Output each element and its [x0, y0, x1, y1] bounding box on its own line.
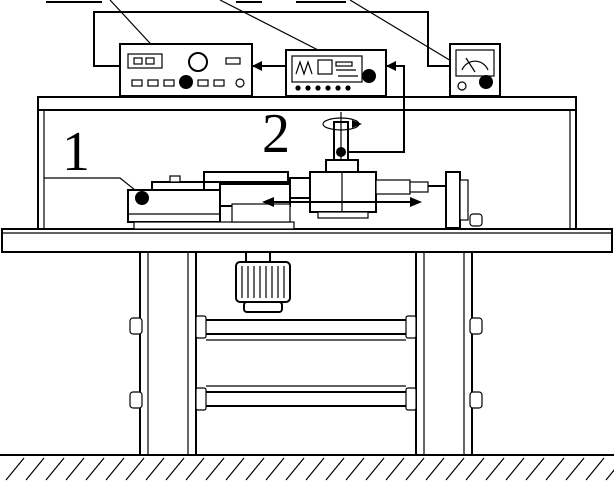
ground: [0, 454, 614, 481]
support-frame: [129, 251, 483, 456]
arrowhead-icon: [252, 61, 262, 71]
rotation-arrow-icon: [322, 117, 362, 131]
filled-circle-marker: [336, 147, 346, 157]
filled-circle-marker: [135, 191, 149, 205]
filled-circle-marker: [179, 75, 193, 89]
instrument-meter: [449, 43, 501, 97]
cabinet: [37, 96, 577, 230]
arrowhead-icon: [262, 197, 274, 207]
motor: [235, 251, 291, 313]
signal-wiring: [93, 11, 454, 153]
instrument-signal-generator: [119, 43, 253, 97]
filled-circle-marker: [362, 69, 376, 83]
arrowhead-icon: [386, 61, 396, 71]
label-part-1: 1: [62, 121, 90, 183]
table-top: [1, 228, 613, 253]
filled-circle-marker: [479, 75, 493, 89]
instrument-oscilloscope: [285, 49, 387, 97]
test-mechanism: [127, 112, 483, 230]
label-part-2: 2: [262, 103, 290, 165]
arrowhead-icon: [410, 197, 422, 207]
